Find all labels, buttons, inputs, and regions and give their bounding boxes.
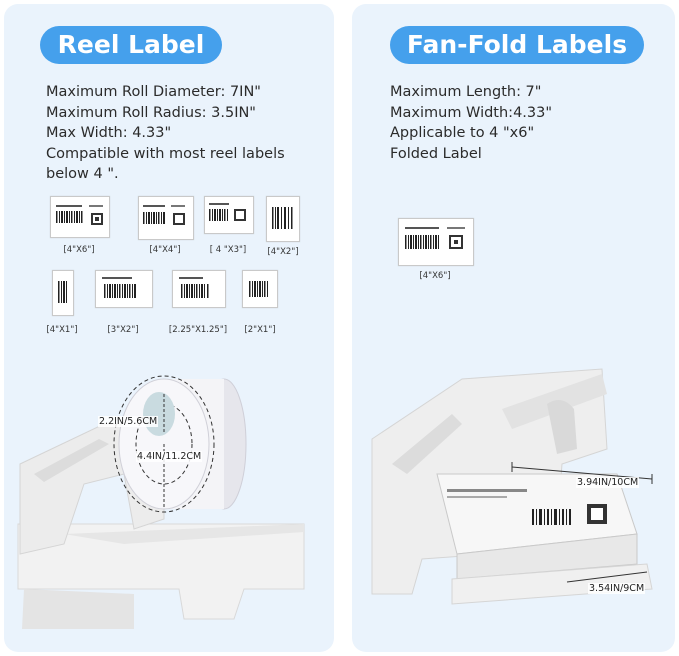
barcode-label-icon xyxy=(249,281,268,297)
label-size-caption: [ 4 "X3"] xyxy=(209,245,247,255)
label-size-caption: [4"X6"] xyxy=(63,245,95,255)
barcode-label-icon xyxy=(179,277,209,298)
label-size-caption: [4"X1"] xyxy=(46,325,78,335)
label-width-dimension: 3.94IN/10CM xyxy=(576,477,640,488)
label-sample-4x6: [4"X6"] xyxy=(396,215,474,285)
label-sample-4x4: [4"X4"] xyxy=(136,193,194,255)
spec-line: Max Width: 4.33" xyxy=(46,125,172,141)
spec-line: below 4 ". xyxy=(46,166,119,182)
fan-fold-label-panel: Fan-Fold Labels Maximum Length: 7" Maxim… xyxy=(352,4,675,652)
label-size-caption: [4"X2"] xyxy=(267,247,299,257)
label-size-caption: [2.25"X1.25"] xyxy=(168,325,228,335)
label-size-caption: [2"X1"] xyxy=(244,325,276,335)
fanfold-holder-illustration xyxy=(371,368,653,605)
label-size-caption: [3"X2"] xyxy=(107,325,139,335)
label-sample-4x6: [4"X6"] xyxy=(48,193,110,255)
roll-outer-dimension: 4.4IN/11.2CM xyxy=(136,451,203,462)
label-sample-2x1: [2"X1"] xyxy=(238,267,282,339)
reel-holder-illustration xyxy=(17,375,305,629)
barcode-label-icon xyxy=(102,277,136,298)
spec-line: Applicable to 4 "x6" xyxy=(390,125,535,141)
label-sample-2-25x1-25: [2.25"X1.25"] xyxy=(164,267,232,339)
label-size-caption: [4"X4"] xyxy=(149,245,181,255)
barcode-label-icon xyxy=(58,281,67,303)
spec-line: Maximum Length: 7" xyxy=(390,84,542,100)
label-sample-4x3: [ 4 "X3"] xyxy=(202,193,254,255)
label-sample-4x1: [4"X1"] xyxy=(42,267,82,339)
label-sample-3x2: [3"X2"] xyxy=(92,267,154,339)
reel-label-specs: Maximum Roll Diameter: 7IN" Maximum Roll… xyxy=(46,82,316,185)
label-depth-dimension: 3.54IN/9CM xyxy=(588,583,646,594)
barcode-label-icon xyxy=(405,227,465,249)
fan-fold-title: Fan-Fold Labels xyxy=(390,26,644,64)
spec-line: Maximum Roll Diameter: 7IN" xyxy=(46,84,261,100)
reel-label-title: Reel Label xyxy=(40,26,222,64)
barcode-label-icon xyxy=(143,205,185,225)
reel-label-panel: Reel Label Maximum Roll Diameter: 7IN" M… xyxy=(4,4,334,652)
label-sample-4x2: [4"X2"] xyxy=(260,193,306,259)
fan-fold-specs: Maximum Length: 7" Maximum Width:4.33" A… xyxy=(390,82,660,164)
barcode-label-icon xyxy=(209,203,246,221)
label-size-caption: [4"X6"] xyxy=(419,271,451,281)
spec-line: Compatible with most reel labels xyxy=(46,145,285,162)
spec-line: Maximum Width:4.33" xyxy=(390,104,553,121)
spec-line: Maximum Roll Radius: 3.5IN" xyxy=(46,104,256,121)
spec-line: Folded Label xyxy=(390,145,482,162)
barcode-label-icon xyxy=(56,205,103,225)
barcode-label-icon xyxy=(272,207,293,229)
roll-inner-dimension: 2.2IN/5.6CM xyxy=(98,416,159,427)
